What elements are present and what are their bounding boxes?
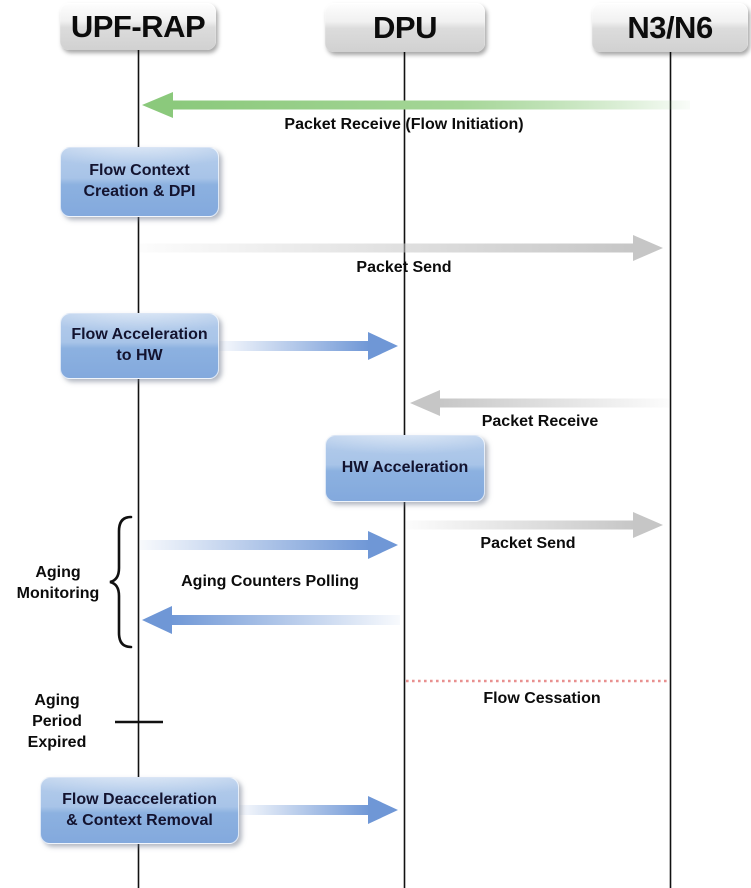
arrow-flow-acceleration-to-dpu — [218, 332, 398, 360]
activity-hw-acceleration: HW Acceleration — [325, 435, 485, 502]
annotation-aging-monitoring: Aging Monitoring — [16, 564, 100, 603]
lifeline-header-n3n6: N3/N6 — [592, 3, 748, 52]
activity-flow-context-creation-dpi: Flow Context Creation & DPI — [60, 147, 219, 217]
lifeline-label-dpu: DPU — [373, 9, 437, 45]
label-packet-receive-flow-initiation: Packet Receive (Flow Initiation) — [284, 116, 524, 133]
lifeline-header-dpu: DPU — [325, 3, 485, 52]
activity-flow-deacceleration-context-removal: Flow Deacceleration & Context Removal — [40, 777, 239, 844]
lifeline-label-upf-rap: UPF-RAP — [70, 8, 206, 44]
aging-monitoring-brace — [109, 515, 133, 649]
label-packet-receive-n3n6-to-dpu: Packet Receive — [481, 413, 599, 430]
label-flow-cessation: Flow Cessation — [483, 690, 601, 707]
arrow-packet-send-dpu-to-n3n6 — [406, 512, 663, 538]
lifeline-header-upf-rap: UPF-RAP — [60, 3, 216, 50]
label-packet-send-dpu-to-n3n6: Packet Send — [480, 535, 576, 552]
arrow-packet-send-upf-to-n3n6 — [140, 235, 663, 261]
annotation-aging-period-expired: Aging Period Expired — [27, 692, 87, 752]
arrow-packet-receive-flow-initiation — [142, 92, 690, 118]
arrow-aging-poll-request — [140, 531, 398, 559]
arrow-aging-poll-response — [142, 606, 400, 634]
lifeline-label-n3n6: N3/N6 — [627, 9, 713, 45]
label-aging-counters-polling: Aging Counters Polling — [181, 573, 359, 590]
activity-flow-acceleration-to-hw: Flow Acceleration to HW — [60, 313, 219, 379]
arrow-flow-deacceleration-to-dpu — [238, 796, 398, 824]
label-packet-send-upf-to-n3n6: Packet Send — [356, 259, 452, 276]
arrow-packet-receive-n3n6-to-dpu — [410, 390, 670, 416]
